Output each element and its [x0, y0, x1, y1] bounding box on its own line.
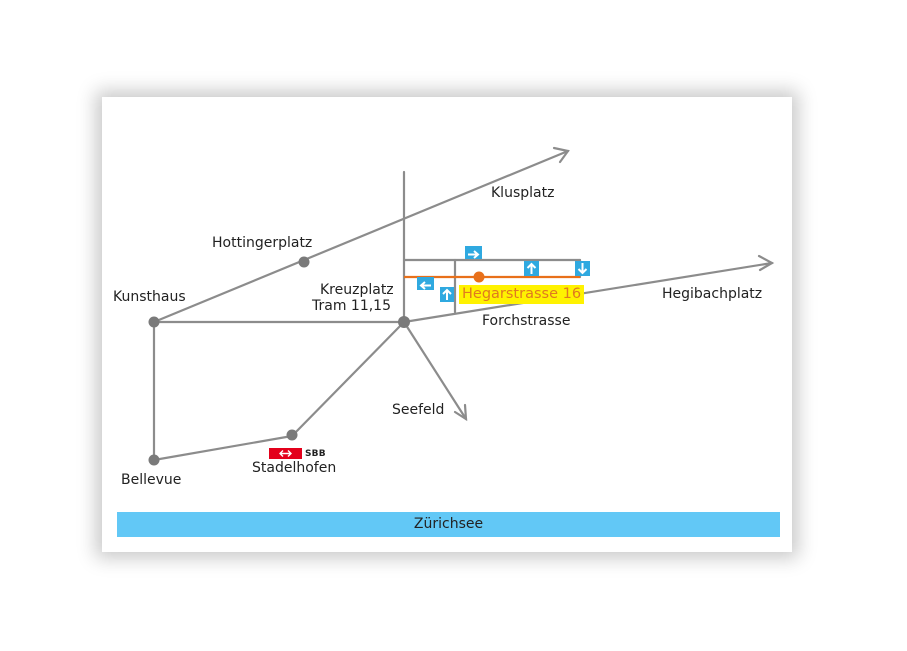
station-dot-hottingerplatz[interactable] [298, 256, 310, 268]
label-seefeld: Seefeld [392, 402, 445, 418]
road-klusplatz [152, 149, 570, 324]
station-dot-kreuzplatz[interactable] [398, 316, 410, 328]
sbb-logo: SBB [269, 448, 326, 459]
road-bellevue-stadelhofen [152, 434, 294, 462]
arrowhead-hegibachplatz [757, 254, 775, 272]
road-stadelhofen [290, 320, 406, 438]
station-dot-bellevue[interactable] [148, 454, 160, 466]
sbb-text: SBB [305, 448, 326, 459]
label-kreuzplatz: Kreuzplatz [320, 282, 394, 298]
arrow-left-icon [417, 277, 434, 290]
label-klusplatz: Klusplatz [491, 185, 555, 201]
label-kunsthaus: Kunsthaus [113, 289, 186, 305]
station-dot-kunsthaus[interactable] [148, 316, 160, 328]
arrow-right-icon [465, 246, 482, 259]
arrowhead-klusplatz [552, 146, 570, 164]
label-tram: Tram 11,15 [312, 298, 391, 314]
map-card [102, 97, 792, 552]
station-dot-stadelhofen[interactable] [286, 429, 298, 441]
arrowhead-seefeld [453, 403, 468, 422]
label-bellevue: Bellevue [121, 472, 182, 488]
sbb-emblem-icon [269, 448, 302, 459]
destination-label[interactable]: Hegarstrasse 16 [459, 285, 585, 304]
label-stadelhofen: Stadelhofen [252, 460, 337, 476]
road-seefeld [402, 320, 468, 421]
arrow-down-icon [575, 261, 590, 276]
destination-marker[interactable] [473, 271, 485, 283]
arrow-up-icon [440, 287, 454, 302]
label-forchstrasse: Forchstrasse [482, 313, 571, 329]
label-hegibachplatz: Hegibachplatz [662, 286, 763, 302]
road-forchstrasse [402, 261, 774, 324]
arrow-up-icon [524, 261, 539, 276]
label-hottingerplatz: Hottingerplatz [212, 235, 313, 251]
lake-zurichsee: Zürichsee [117, 512, 780, 537]
